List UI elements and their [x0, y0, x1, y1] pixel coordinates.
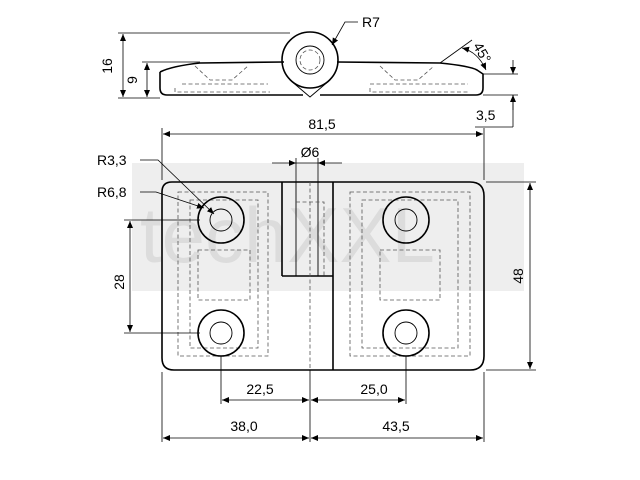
dim-side-9: 9 [124, 76, 140, 84]
hole-top-right [382, 196, 430, 244]
hole-bottom-left [197, 309, 245, 357]
side-right-leaf [320, 61, 484, 96]
side-knuckle [281, 31, 339, 89]
dim-r6-8: R6,8 [97, 184, 127, 200]
dim-side-16: 16 [99, 58, 115, 74]
hole-bottom-right [382, 309, 430, 357]
dim-r3-3: R3,3 [97, 152, 127, 168]
dim-r7: R7 [362, 14, 380, 30]
side-left-leaf [159, 61, 303, 96]
dim-28: 28 [111, 274, 127, 290]
dim-38-0: 38,0 [230, 418, 257, 434]
dim-22-5: 22,5 [246, 381, 273, 397]
front-view: 81,5 Ø6 R3,3 R6,8 28 48 22,5 25,0 [97, 116, 536, 442]
watermark-text: techXXL [140, 191, 435, 279]
front-outline [161, 181, 485, 371]
side-pin [295, 45, 325, 75]
dim-25-0: 25,0 [360, 381, 387, 397]
dim-dia-6: Ø6 [301, 144, 320, 160]
dim-48: 48 [510, 268, 526, 284]
dim-81-5: 81,5 [308, 116, 335, 132]
dim-45-deg: 45° [470, 39, 494, 65]
side-view: 16 9 R7 45° 3,5 [99, 14, 518, 128]
dim-43-5: 43,5 [382, 418, 409, 434]
watermark: techXXL [132, 163, 524, 291]
dim-3-5: 3,5 [476, 107, 496, 123]
